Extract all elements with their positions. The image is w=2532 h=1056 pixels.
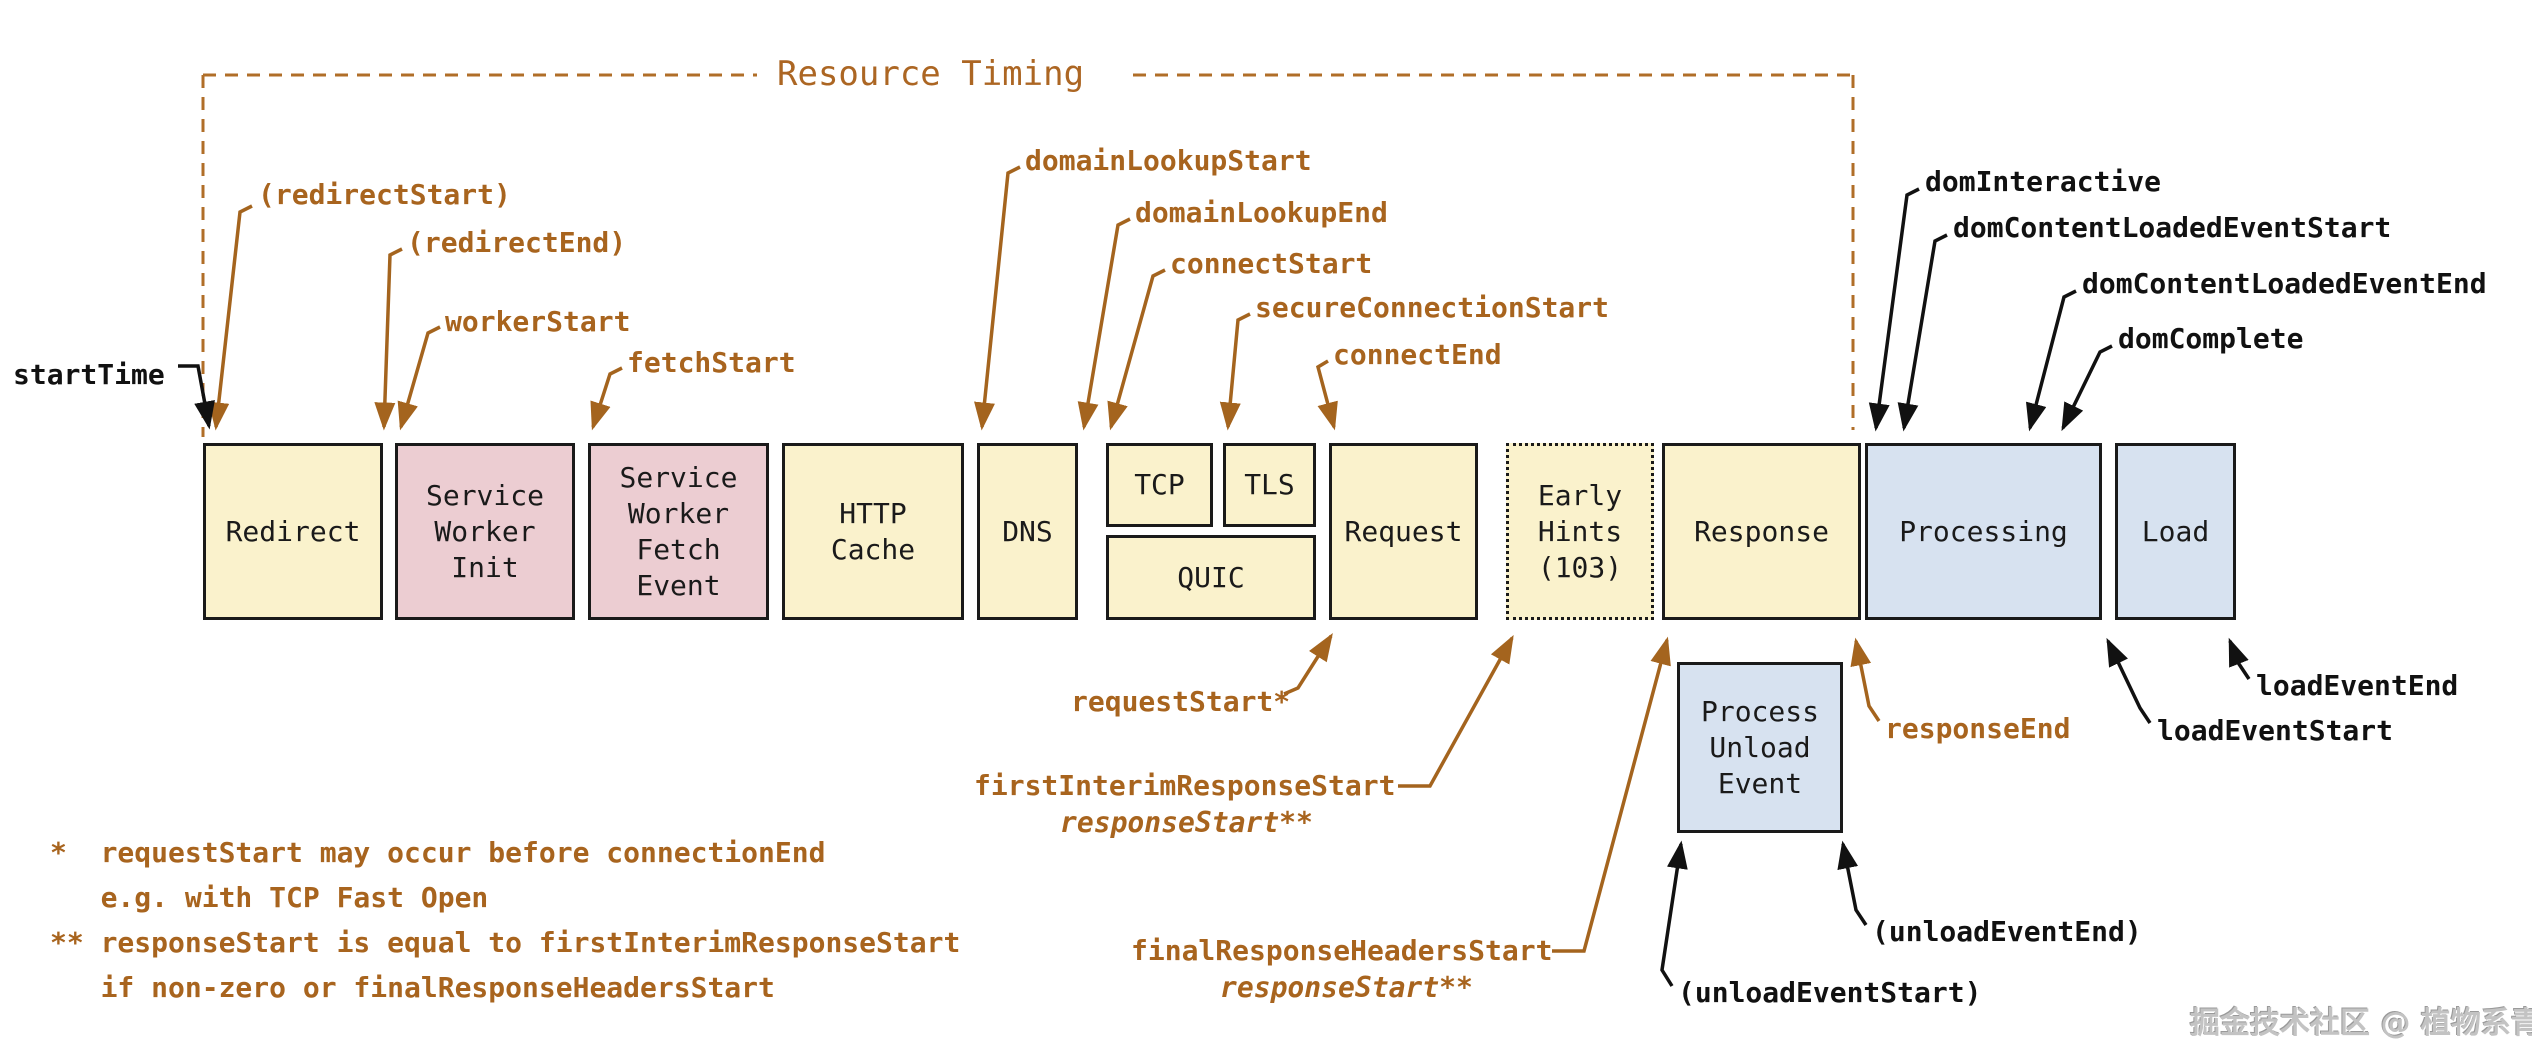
arrow-unload-event-start xyxy=(1660,840,1688,987)
arrow-load-event-start xyxy=(2106,637,2152,724)
phase-box-request: Request xyxy=(1329,443,1478,620)
arrow-unload-event-end xyxy=(1837,840,1868,926)
arrow-response-end xyxy=(1850,637,1881,722)
event-label-connect-end: connectEnd xyxy=(1333,338,1502,371)
event-label-start-time: startTime xyxy=(13,358,165,391)
arrow-request-start xyxy=(1283,633,1333,696)
arrow-worker-start xyxy=(397,325,441,431)
phase-box-early-hints: Early Hints (103) xyxy=(1506,443,1654,620)
arrow-dom-content-loaded-event-start xyxy=(1897,233,1948,432)
arrow-redirect-end xyxy=(374,247,403,431)
phase-box-quic: QUIC xyxy=(1106,535,1316,620)
event-label-load-event-end: loadEventEnd xyxy=(2256,669,2459,702)
phase-box-process-unload-event: Process Unload Event xyxy=(1677,662,1843,833)
event-label-domain-lookup-end: domainLookupEnd xyxy=(1135,196,1388,229)
event-label-unload-event-end: (unloadEventEnd) xyxy=(1872,915,2142,948)
footnotes: * requestStart may occur before connecti… xyxy=(50,830,960,1010)
arrow-dom-interactive xyxy=(1868,187,1920,432)
event-label-request-start: requestStart* xyxy=(1071,685,1291,718)
footnote-line-2: e.g. with TCP Fast Open xyxy=(50,881,489,914)
footnote-line-4: if non-zero or finalResponseHeadersStart xyxy=(50,971,775,1004)
event-label-unload-event-start: (unloadEventStart) xyxy=(1678,976,1982,1009)
event-label-secure-connection-start: secureConnectionStart xyxy=(1255,291,1610,324)
footnote-line-1: * requestStart may occur before connecti… xyxy=(50,836,826,869)
event-label-dom-interactive: domInteractive xyxy=(1925,165,2162,198)
event-label-redirect-end: (redirectEnd) xyxy=(407,226,627,259)
phase-box-http-cache: HTTP Cache xyxy=(782,443,964,620)
event-label-response-end: responseEnd xyxy=(1885,712,2071,745)
arrow-dom-complete xyxy=(2061,344,2113,432)
phase-box-service-worker-init: Service Worker Init xyxy=(395,443,575,620)
arrow-final-response-headers-start xyxy=(1552,636,1671,953)
event-label-dom-content-loaded-event-end: domContentLoadedEventEnd xyxy=(2082,267,2487,300)
watermark: 掘金技术社区 @ 植物系青年 xyxy=(2190,1006,2532,1041)
phase-box-tls: TLS xyxy=(1223,443,1316,527)
phase-box-load: Load xyxy=(2115,443,2236,620)
phase-box-redirect: Redirect xyxy=(203,443,383,620)
arrow-secure-connection-start xyxy=(1219,312,1251,431)
event-label-response-start-interim: responseStart** xyxy=(1060,806,1313,839)
arrow-fetch-start xyxy=(590,366,623,431)
footnote-line-3: ** responseStart is equal to firstInteri… xyxy=(50,926,961,959)
arrow-load-event-end xyxy=(2228,637,2251,680)
event-label-dom-content-loaded-event-start: domContentLoadedEventStart xyxy=(1953,211,2392,244)
phase-box-response: Response xyxy=(1662,443,1861,620)
arrow-redirect-start xyxy=(208,204,253,431)
arrow-domain-lookup-start xyxy=(974,165,1021,431)
event-label-final-response-headers-start: finalResponseHeadersStart xyxy=(1131,934,1553,967)
arrow-dom-content-loaded-event-end xyxy=(2025,289,2077,432)
event-label-redirect-start: (redirectStart) xyxy=(258,178,511,211)
event-label-dom-complete: domComplete xyxy=(2118,322,2304,355)
arrow-first-interim-response-start xyxy=(1398,634,1514,788)
phase-box-service-worker-fetch-event: Service Worker Fetch Event xyxy=(588,443,769,620)
event-label-connect-start: connectStart xyxy=(1170,247,1373,280)
arrow-domain-lookup-end xyxy=(1077,217,1131,431)
phase-box-processing: Processing xyxy=(1865,443,2102,620)
phase-box-tcp: TCP xyxy=(1106,443,1213,527)
arrow-connect-start xyxy=(1107,268,1166,431)
diagram-title: Resource Timing xyxy=(777,54,1085,94)
phase-box-dns: DNS xyxy=(977,443,1078,620)
event-label-response-start-final: responseStart** xyxy=(1220,971,1473,1004)
event-label-worker-start: workerStart xyxy=(445,305,631,338)
arrow-connect-end xyxy=(1315,359,1338,431)
event-label-first-interim-response-start: firstInterimResponseStart xyxy=(974,769,1396,802)
arrow-start-time xyxy=(178,364,215,430)
event-label-domain-lookup-start: domainLookupStart xyxy=(1025,144,1312,177)
event-label-fetch-start: fetchStart xyxy=(627,346,796,379)
event-label-load-event-start: loadEventStart xyxy=(2157,714,2394,747)
